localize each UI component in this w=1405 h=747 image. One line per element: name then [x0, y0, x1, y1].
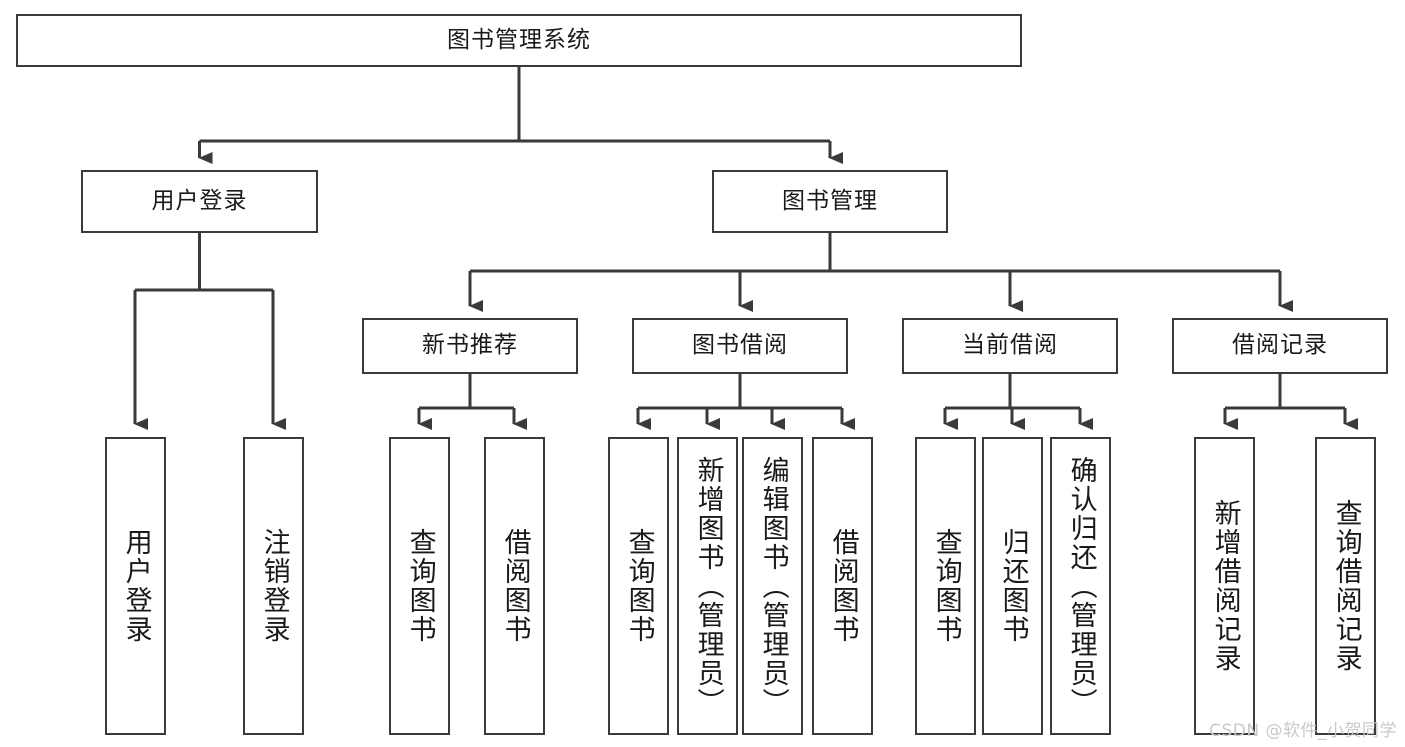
node-leaf-edit-book[interactable]: 编辑图书（管理员） — [742, 437, 803, 735]
node-user-login-label: 用户登录 — [151, 187, 248, 214]
node-leaf-confirm-return[interactable]: 确认归还（管理员） — [1050, 437, 1111, 735]
node-leaf-query-book-1[interactable]: 查询图书 — [389, 437, 450, 735]
node-new-book-rec-label: 新书推荐 — [422, 332, 518, 359]
node-leaf-borrow-book-2-label: 借阅图书 — [827, 528, 859, 644]
node-leaf-return-book[interactable]: 归还图书 — [982, 437, 1043, 735]
node-book-manage-label: 图书管理 — [782, 187, 878, 214]
node-borrow-record[interactable]: 借阅记录 — [1172, 318, 1388, 374]
node-root[interactable]: 图书管理系统 — [16, 14, 1022, 67]
node-leaf-user-login[interactable]: 用户登录 — [105, 437, 166, 735]
node-leaf-user-logout-label: 注销登录 — [258, 528, 290, 644]
node-current-borrow-label: 当前借阅 — [962, 332, 1058, 359]
node-leaf-query-book-2[interactable]: 查询图书 — [608, 437, 669, 735]
node-book-manage[interactable]: 图书管理 — [712, 170, 948, 233]
csdn-watermark: CSDN @软件_小贺同学 — [1209, 721, 1397, 741]
node-leaf-add-record-label: 新增借阅记录 — [1209, 499, 1241, 673]
node-borrow-record-label: 借阅记录 — [1232, 332, 1328, 359]
node-user-login[interactable]: 用户登录 — [81, 170, 318, 233]
node-current-borrow[interactable]: 当前借阅 — [902, 318, 1118, 374]
node-new-book-rec[interactable]: 新书推荐 — [362, 318, 578, 374]
node-leaf-confirm-return-label: 确认归还（管理员） — [1065, 455, 1097, 717]
node-leaf-return-book-label: 归还图书 — [997, 528, 1029, 644]
node-leaf-query-book-1-label: 查询图书 — [404, 528, 436, 644]
node-leaf-query-record[interactable]: 查询借阅记录 — [1315, 437, 1376, 735]
node-leaf-add-record[interactable]: 新增借阅记录 — [1194, 437, 1255, 735]
node-leaf-query-book-2-label: 查询图书 — [623, 528, 655, 644]
node-leaf-query-record-label: 查询借阅记录 — [1330, 499, 1362, 673]
node-book-borrow-label: 图书借阅 — [692, 332, 788, 359]
node-leaf-query-book-3-label: 查询图书 — [930, 528, 962, 644]
node-leaf-borrow-book-2[interactable]: 借阅图书 — [812, 437, 873, 735]
node-leaf-borrow-book-1[interactable]: 借阅图书 — [484, 437, 545, 735]
node-book-borrow[interactable]: 图书借阅 — [632, 318, 848, 374]
node-leaf-user-logout[interactable]: 注销登录 — [243, 437, 304, 735]
node-leaf-add-book[interactable]: 新增图书（管理员） — [677, 437, 738, 735]
node-leaf-add-book-label: 新增图书（管理员） — [692, 455, 724, 717]
node-leaf-query-book-3[interactable]: 查询图书 — [915, 437, 976, 735]
node-leaf-borrow-book-1-label: 借阅图书 — [499, 528, 531, 644]
node-leaf-edit-book-label: 编辑图书（管理员） — [757, 455, 789, 717]
node-root-label: 图书管理系统 — [447, 26, 591, 53]
node-leaf-user-login-label: 用户登录 — [120, 528, 152, 644]
